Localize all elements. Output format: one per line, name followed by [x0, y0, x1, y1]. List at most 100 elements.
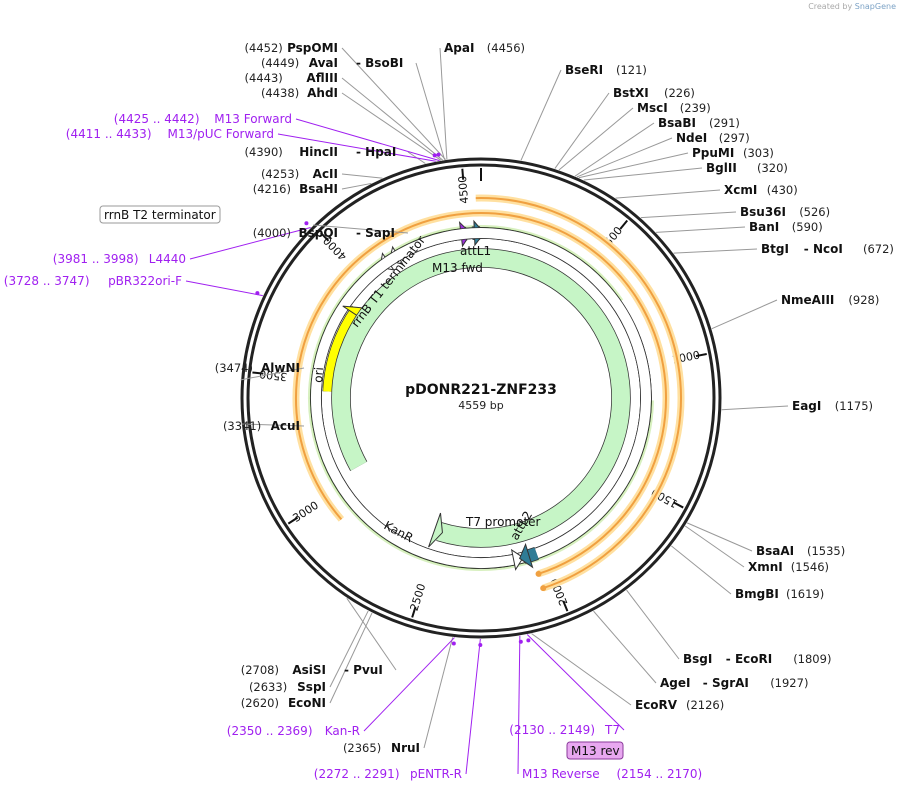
enzyme-name: BtgI	[761, 242, 789, 256]
enzyme-position: (226)	[664, 86, 695, 100]
enzyme-label-left[interactable]: BsaHI(4216)	[253, 182, 338, 196]
primer-name: pENTR-R	[410, 767, 462, 781]
enzyme-label-left[interactable]: NruI(2365)	[343, 741, 420, 755]
enzyme-position: (2708)	[241, 663, 279, 677]
enzyme-position: (928)	[848, 293, 879, 307]
enzyme-name-2: - PvuI	[344, 663, 383, 677]
enzyme-label-right[interactable]: BtgI- NcoI(672)	[761, 242, 894, 256]
enzyme-position: (4390)	[245, 145, 283, 159]
primer-label[interactable]: M13/pUC Forward(4411 .. 4433)	[66, 127, 274, 141]
enzyme-name: BsaAI	[756, 544, 794, 558]
primer-mark	[255, 291, 260, 296]
enzyme-label-left[interactable]: SspI(2633)	[249, 680, 326, 694]
enzyme-label-left[interactable]: EcoNI(2620)	[241, 696, 326, 710]
plasmid-size: 4559 bp	[458, 399, 503, 412]
enzyme-position: (1535)	[807, 544, 845, 558]
enzyme-label-right[interactable]: EagI(1175)	[792, 399, 873, 413]
enzyme-label-right[interactable]: BanI(590)	[749, 220, 823, 234]
enzyme-label-right[interactable]: ApaI(4456)	[444, 41, 525, 55]
leader-line	[593, 610, 657, 684]
orf-arc	[295, 212, 667, 575]
enzyme-name-2: - SgrAI	[703, 676, 749, 690]
enzyme-label-right[interactable]: PpuMI (303)	[692, 146, 774, 160]
primer-mark	[451, 641, 456, 646]
primer-label[interactable]: pENTR-R(2272 .. 2291)	[314, 767, 462, 781]
enzyme-label-right[interactable]: BsaAI (1535)	[756, 544, 845, 558]
enzyme-name: BsaHI	[299, 182, 338, 196]
enzyme-name: BseRI	[565, 63, 603, 77]
enzyme-position: (590)	[792, 220, 823, 234]
enzyme-label-right[interactable]: BseRI(121)	[565, 63, 647, 77]
primer-label[interactable]: M13 Reverse(2154 .. 2170)	[522, 767, 702, 781]
primer-label[interactable]: M13 Forward(4425 .. 4442)	[114, 112, 292, 126]
primer-label[interactable]: pBR322ori-F(3728 .. 3747)	[4, 274, 182, 288]
enzyme-label-left[interactable]: AcII(4253)	[261, 167, 338, 181]
enzyme-position: (2620)	[241, 696, 279, 710]
enzyme-label-right[interactable]: BsgI- EcoRI(1809)	[683, 652, 831, 666]
primer-labels: M13 Forward(4425 .. 4442)M13/pUC Forward…	[4, 112, 702, 781]
tick-mark	[695, 352, 707, 358]
enzyme-label-left[interactable]: PspOMI(4452)	[245, 41, 338, 55]
enzyme-label-right[interactable]: NmeAIII(928)	[781, 293, 879, 307]
enzyme-position: (239)	[680, 101, 711, 115]
label-rrnb-t2: rrnB T2 terminator	[104, 208, 216, 222]
leader-line	[526, 634, 625, 731]
enzyme-label-left[interactable]: HincII- HpaI(4390)	[245, 145, 397, 159]
enzyme-label-right[interactable]: BglII(320)	[706, 161, 788, 175]
enzyme-label-right[interactable]: BstXI(226)	[613, 86, 695, 100]
leader-line	[341, 47, 446, 160]
enzyme-name-2: - SapI	[356, 226, 395, 240]
enzyme-name: ApaI	[444, 41, 474, 55]
enzyme-position: (2633)	[249, 680, 287, 694]
leader-line	[520, 69, 562, 161]
feature-arrowhead	[428, 512, 443, 548]
leader-line	[640, 211, 737, 219]
enzyme-label-right[interactable]: BmgBI(1619)	[735, 587, 824, 601]
enzyme-label-right[interactable]: XmnI(1546)	[748, 560, 829, 574]
enzyme-name: XmnI	[748, 560, 783, 574]
primer-label[interactable]: Kan-R(2350 .. 2369)	[227, 724, 360, 738]
enzyme-label-right[interactable]: Bsu36I(526)	[740, 205, 830, 219]
enzyme-label-left[interactable]: AsiSI- PvuI(2708)	[241, 663, 383, 677]
enzyme-name: BsgI	[683, 652, 712, 666]
enzyme-label-left[interactable]: AlwNI(3474)	[215, 361, 300, 375]
enzyme-position: (2365)	[343, 741, 381, 755]
enzyme-position: (303)	[743, 146, 774, 160]
leader-line	[465, 638, 481, 775]
orf-tip	[535, 570, 542, 577]
enzyme-name: MscI	[637, 101, 668, 115]
primer-label[interactable]: L4440(3981 .. 3998)	[53, 252, 186, 266]
leader-line	[656, 226, 746, 233]
leader-line	[363, 637, 455, 732]
feature-arrowhead	[519, 542, 534, 569]
feature-arc-t7-promoter	[311, 228, 651, 568]
leader-line	[626, 589, 680, 660]
primer-mark	[432, 153, 437, 158]
enzyme-label-right[interactable]: EcoRV(2126)	[635, 698, 724, 712]
enzyme-label-right[interactable]: MscI (239)	[637, 101, 711, 115]
enzyme-label-right[interactable]: BsaBI(291)	[658, 116, 740, 130]
enzyme-label-right[interactable]: NdeI(297)	[676, 131, 750, 145]
tick-mark	[562, 600, 569, 612]
enzyme-name: BspQI	[298, 226, 338, 240]
enzyme-position: (4000)	[253, 226, 291, 240]
tick-mark	[619, 219, 629, 230]
enzyme-name: PpuMI	[692, 146, 734, 160]
enzyme-label-left[interactable]: AhdI(4438)	[261, 86, 338, 100]
enzyme-position: (1927)	[770, 676, 808, 690]
enzyme-label-left[interactable]: AflIII(4443)	[245, 71, 338, 85]
enzyme-label-left[interactable]: AvaI- BsoBI(4449)	[261, 56, 403, 70]
enzyme-name-2: - HpaI	[356, 145, 396, 159]
tick-mark	[287, 516, 299, 525]
leader-line	[313, 224, 409, 234]
enzyme-label-right[interactable]: AgeI- SgrAI(1927)	[660, 676, 808, 690]
primer-label[interactable]: T7(2130 .. 2149)	[509, 723, 620, 737]
enzyme-label-left[interactable]: BspQI - SapI (4000)	[253, 226, 395, 240]
enzyme-label-left[interactable]: AcuI(3341)	[223, 419, 300, 433]
primer-name: Kan-R	[325, 724, 360, 738]
enzyme-label-right[interactable]: XcmI(430)	[724, 183, 798, 197]
enzyme-name: AcII	[313, 167, 338, 181]
label-t7-promoter: T7 promoter	[465, 515, 541, 529]
primer-name: pBR322ori-F	[108, 274, 182, 288]
